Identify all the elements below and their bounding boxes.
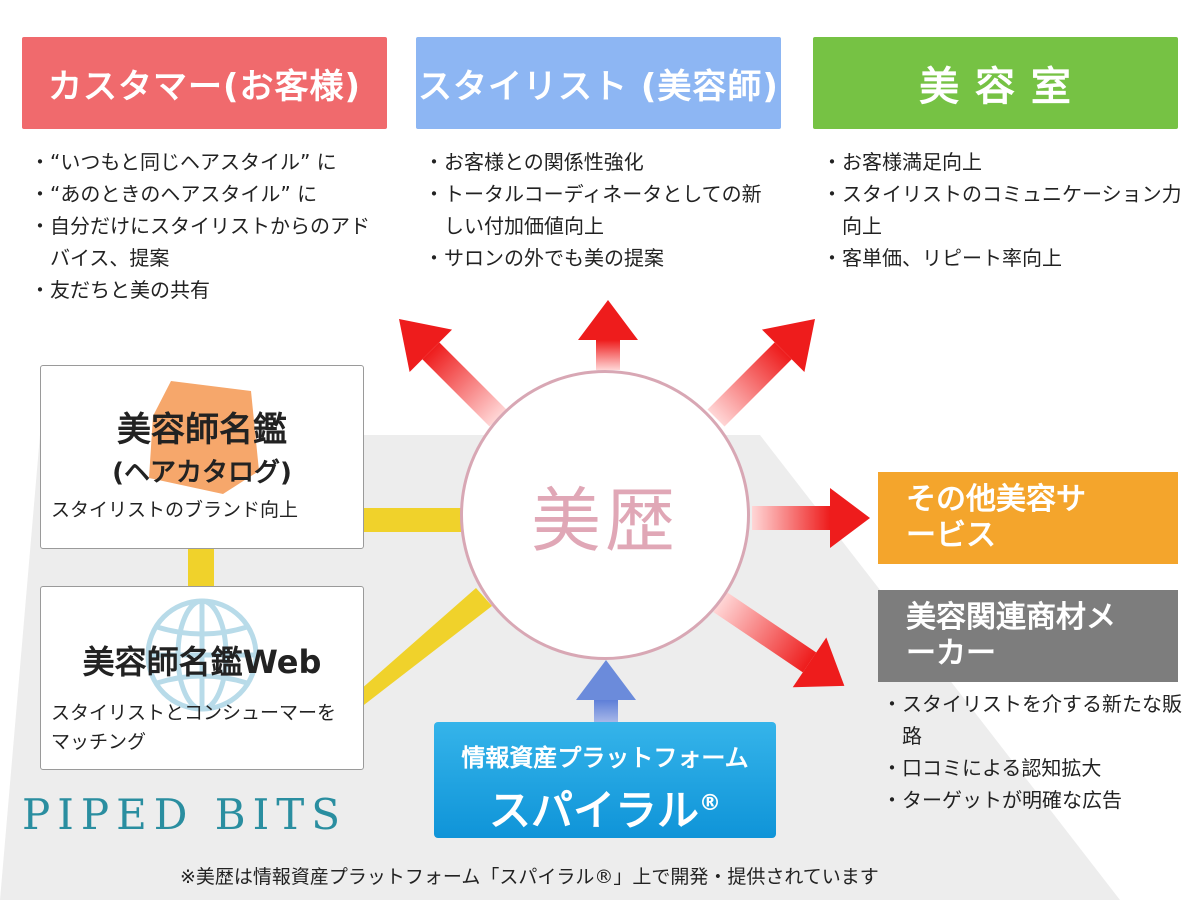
list-item: スタイリストを介する新たな販路: [882, 688, 1188, 752]
web-title: 美容師名鑑Web: [82, 643, 322, 681]
web-caption: スタイリストとコンシューマーをマッチング: [51, 702, 337, 753]
list-item: お客様満足向上: [822, 146, 1184, 178]
stylist-bullets: お客様との関係性強化 トータルコーディネータとしての新しい付加価値向上 サロンの…: [424, 146, 770, 274]
footnote: ※美歴は情報資産プラットフォーム「スパイラル®」上で開発・提供されています: [180, 866, 879, 888]
connector-directory: [360, 508, 470, 532]
center-circle: 美歴: [460, 370, 750, 660]
stylist-header: スタイリスト (美容師): [416, 37, 781, 129]
arrow-to-makers: [713, 592, 845, 688]
customer-header: カスタマー(お客様): [22, 37, 387, 129]
list-item: 口コミによる認知拡大: [882, 752, 1188, 784]
arrow-to-salon: [707, 319, 815, 427]
arrow-to-other-services: [752, 488, 870, 548]
arrow-from-platform: [576, 660, 636, 722]
web-card[interactable]: 美容師名鑑Web スタイリストとコンシューマーをマッチング: [40, 586, 364, 770]
directory-title: 美容師名鑑: [117, 410, 287, 450]
list-item: お客様との関係性強化: [424, 146, 770, 178]
salon-bullets: お客様満足向上 スタイリストのコミュニケーション力向上 客単価、リピート率向上: [822, 146, 1184, 274]
other-services-label: その他美容サービス: [906, 482, 1086, 553]
platform-box[interactable]: 情報資産プラットフォーム スパイラル®: [434, 722, 776, 838]
arrow-to-customer: [399, 319, 507, 427]
directory-card[interactable]: 美容師名鑑 (ヘアカタログ) スタイリストのブランド向上: [40, 365, 364, 549]
platform-line1: 情報資産プラットフォーム: [461, 744, 749, 772]
list-item: “あのときのヘアスタイル” に: [30, 178, 376, 210]
connector-web: [360, 588, 492, 708]
makers-box: 美容関連商材メーカー: [878, 590, 1178, 682]
brand-logo: PIPED BITS: [22, 790, 348, 839]
list-item: サロンの外でも美の提案: [424, 242, 770, 274]
other-services-box: その他美容サービス: [878, 472, 1178, 564]
platform-name: スパイラル®: [434, 777, 776, 838]
center-label: 美歴: [531, 479, 679, 562]
list-item: 自分だけにスタイリストからのアドバイス、提案: [30, 210, 376, 274]
platform-line2: スパイラル: [488, 786, 699, 835]
connector-vertical: [188, 548, 214, 588]
arrow-to-stylist: [578, 300, 638, 370]
list-item: 友だちと美の共有: [30, 274, 376, 306]
makers-label: 美容関連商材メーカー: [906, 600, 1116, 671]
list-item: 客単価、リピート率向上: [822, 242, 1184, 274]
customer-bullets: “いつもと同じヘアスタイル” に “あのときのヘアスタイル” に 自分だけにスタ…: [30, 146, 376, 306]
registered-mark: ®: [699, 791, 721, 816]
salon-title: 美 容 室: [919, 64, 1072, 110]
maker-bullets: スタイリストを介する新たな販路 口コミによる認知拡大 ターゲットが明確な広告: [882, 688, 1188, 816]
salon-header: 美 容 室: [813, 37, 1178, 129]
list-item: “いつもと同じヘアスタイル” に: [30, 146, 376, 178]
platform-trapezoid: [0, 435, 1120, 900]
directory-subtitle: (ヘアカタログ): [112, 458, 292, 488]
stylist-title: スタイリスト (美容師): [418, 66, 779, 107]
globe-icon: [145, 598, 259, 712]
list-item: トータルコーディネータとしての新しい付加価値向上: [424, 178, 770, 242]
hair-catalog-shape: [149, 381, 259, 494]
customer-title: カスタマー(お客様): [47, 66, 362, 107]
directory-caption: スタイリストのブランド向上: [51, 499, 299, 521]
list-item: ターゲットが明確な広告: [882, 784, 1188, 816]
list-item: スタイリストのコミュニケーション力向上: [822, 178, 1184, 242]
